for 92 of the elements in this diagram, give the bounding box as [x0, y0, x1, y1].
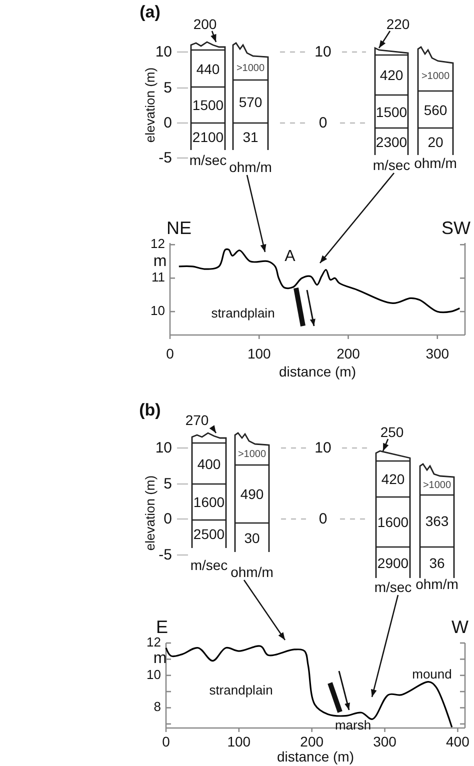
- unit-label: ohm/m: [416, 577, 458, 591]
- area-label: strandplain: [211, 306, 275, 320]
- axis-title: m: [153, 253, 167, 270]
- layer-value: 400: [197, 456, 221, 470]
- unit-label: ohm/m: [229, 160, 272, 174]
- direction-label: NE: [166, 219, 192, 237]
- axis-tick-label: 100: [227, 734, 251, 750]
- layer-value: 20: [428, 134, 444, 148]
- axis-tick-label: 11: [152, 270, 165, 285]
- axis-tick-label: 100: [247, 346, 271, 362]
- layer-value: 363: [425, 514, 449, 528]
- layer-value: 2900: [377, 556, 409, 570]
- axis-tick-label: 0: [164, 512, 172, 526]
- panel-label: (a): [140, 4, 160, 20]
- layer-value: 420: [380, 68, 404, 82]
- axis-tick-label: 0: [162, 734, 170, 750]
- axis-tick-label: 10: [150, 303, 165, 318]
- guide-label: 0: [318, 512, 328, 526]
- unit-label: m/sec: [189, 153, 227, 167]
- axis-tick-label: 0: [164, 116, 172, 130]
- arrow: [210, 30, 217, 42]
- layer-column: [412, 47, 459, 171]
- panel-label: (b): [139, 402, 161, 418]
- layer-value: >1000: [236, 64, 265, 74]
- guide-label: 0: [318, 116, 328, 130]
- arrow: [243, 580, 286, 640]
- direction-label: W: [452, 618, 468, 636]
- guide-label: 10: [314, 440, 332, 456]
- layer-value: 490: [240, 487, 264, 501]
- layer-value: 440: [196, 62, 220, 76]
- arrow: [378, 30, 391, 48]
- value-label: 220: [386, 17, 410, 31]
- value-label: 270: [185, 413, 209, 427]
- layer-value: 420: [381, 472, 405, 486]
- axis-tick-label: -5: [158, 150, 172, 166]
- layer-value: >1000: [238, 450, 266, 460]
- area-label: strandplain: [209, 684, 273, 696]
- layer-value: 1600: [377, 515, 409, 529]
- axis-tick-label: 200: [336, 346, 360, 362]
- area-label: marsh: [334, 718, 372, 732]
- layer-value: 1500: [192, 98, 224, 112]
- axis-title: m: [153, 650, 167, 668]
- arrow: [246, 174, 266, 252]
- value-label: 200: [193, 17, 217, 31]
- layer-value: >1000: [421, 72, 450, 82]
- layer-value: 2100: [192, 130, 224, 144]
- axis-title: distance (m): [278, 364, 356, 380]
- layer-value: 2500: [193, 527, 225, 541]
- axis-tick-label: 5: [164, 80, 172, 96]
- point-label: A: [284, 249, 296, 265]
- layer-value: 31: [242, 130, 258, 144]
- axis-tick-label: 10: [155, 440, 172, 456]
- axis-title: elevation (m): [144, 67, 156, 143]
- axis-tick-label: 12: [150, 236, 165, 252]
- layer-column: [229, 433, 275, 580]
- direction-label: E: [156, 618, 168, 636]
- layer-column: [414, 464, 460, 592]
- guide-label: 10: [314, 44, 332, 60]
- axis-tick-label: 5: [164, 476, 172, 492]
- direction-label: SW: [442, 219, 470, 237]
- axis-tick-label: 10: [146, 666, 161, 682]
- axis-tick-label: 12: [146, 634, 161, 650]
- layer-value: 2300: [376, 134, 408, 148]
- axis-tick-label: 400: [446, 734, 470, 750]
- area-label: mound: [412, 668, 452, 680]
- layer-value: 30: [244, 530, 260, 544]
- unit-label: ohm/m: [414, 156, 457, 170]
- value-label: 250: [380, 425, 404, 439]
- axis-title: elevation (m): [144, 475, 156, 551]
- axis-tick-label: 300: [426, 346, 450, 362]
- layer-value: 1600: [193, 495, 225, 509]
- axis-title: distance (m): [276, 748, 354, 765]
- layer-column: [227, 43, 274, 175]
- unit-label: m/sec: [190, 558, 228, 572]
- axis-tick-label: 0: [166, 346, 174, 362]
- layer-value: 570: [238, 94, 262, 108]
- unit-label: ohm/m: [230, 565, 274, 579]
- arrow: [320, 172, 394, 264]
- axis-tick-label: 300: [373, 734, 396, 750]
- axis-tick-label: 10: [155, 44, 172, 60]
- layer-value: 560: [424, 102, 448, 116]
- axis-tick-label: 200: [300, 734, 324, 750]
- arrow: [382, 438, 389, 452]
- layer-value: 36: [429, 556, 445, 570]
- arrow: [209, 425, 217, 434]
- axis-tick-label: -5: [158, 548, 172, 562]
- arrow: [370, 594, 399, 698]
- unit-label: m/sec: [374, 580, 412, 594]
- axis-tick-label: 8: [154, 699, 161, 714]
- layer-value: 1500: [376, 104, 408, 118]
- layer-value: >1000: [422, 481, 452, 491]
- unit-label: m/sec: [372, 158, 410, 172]
